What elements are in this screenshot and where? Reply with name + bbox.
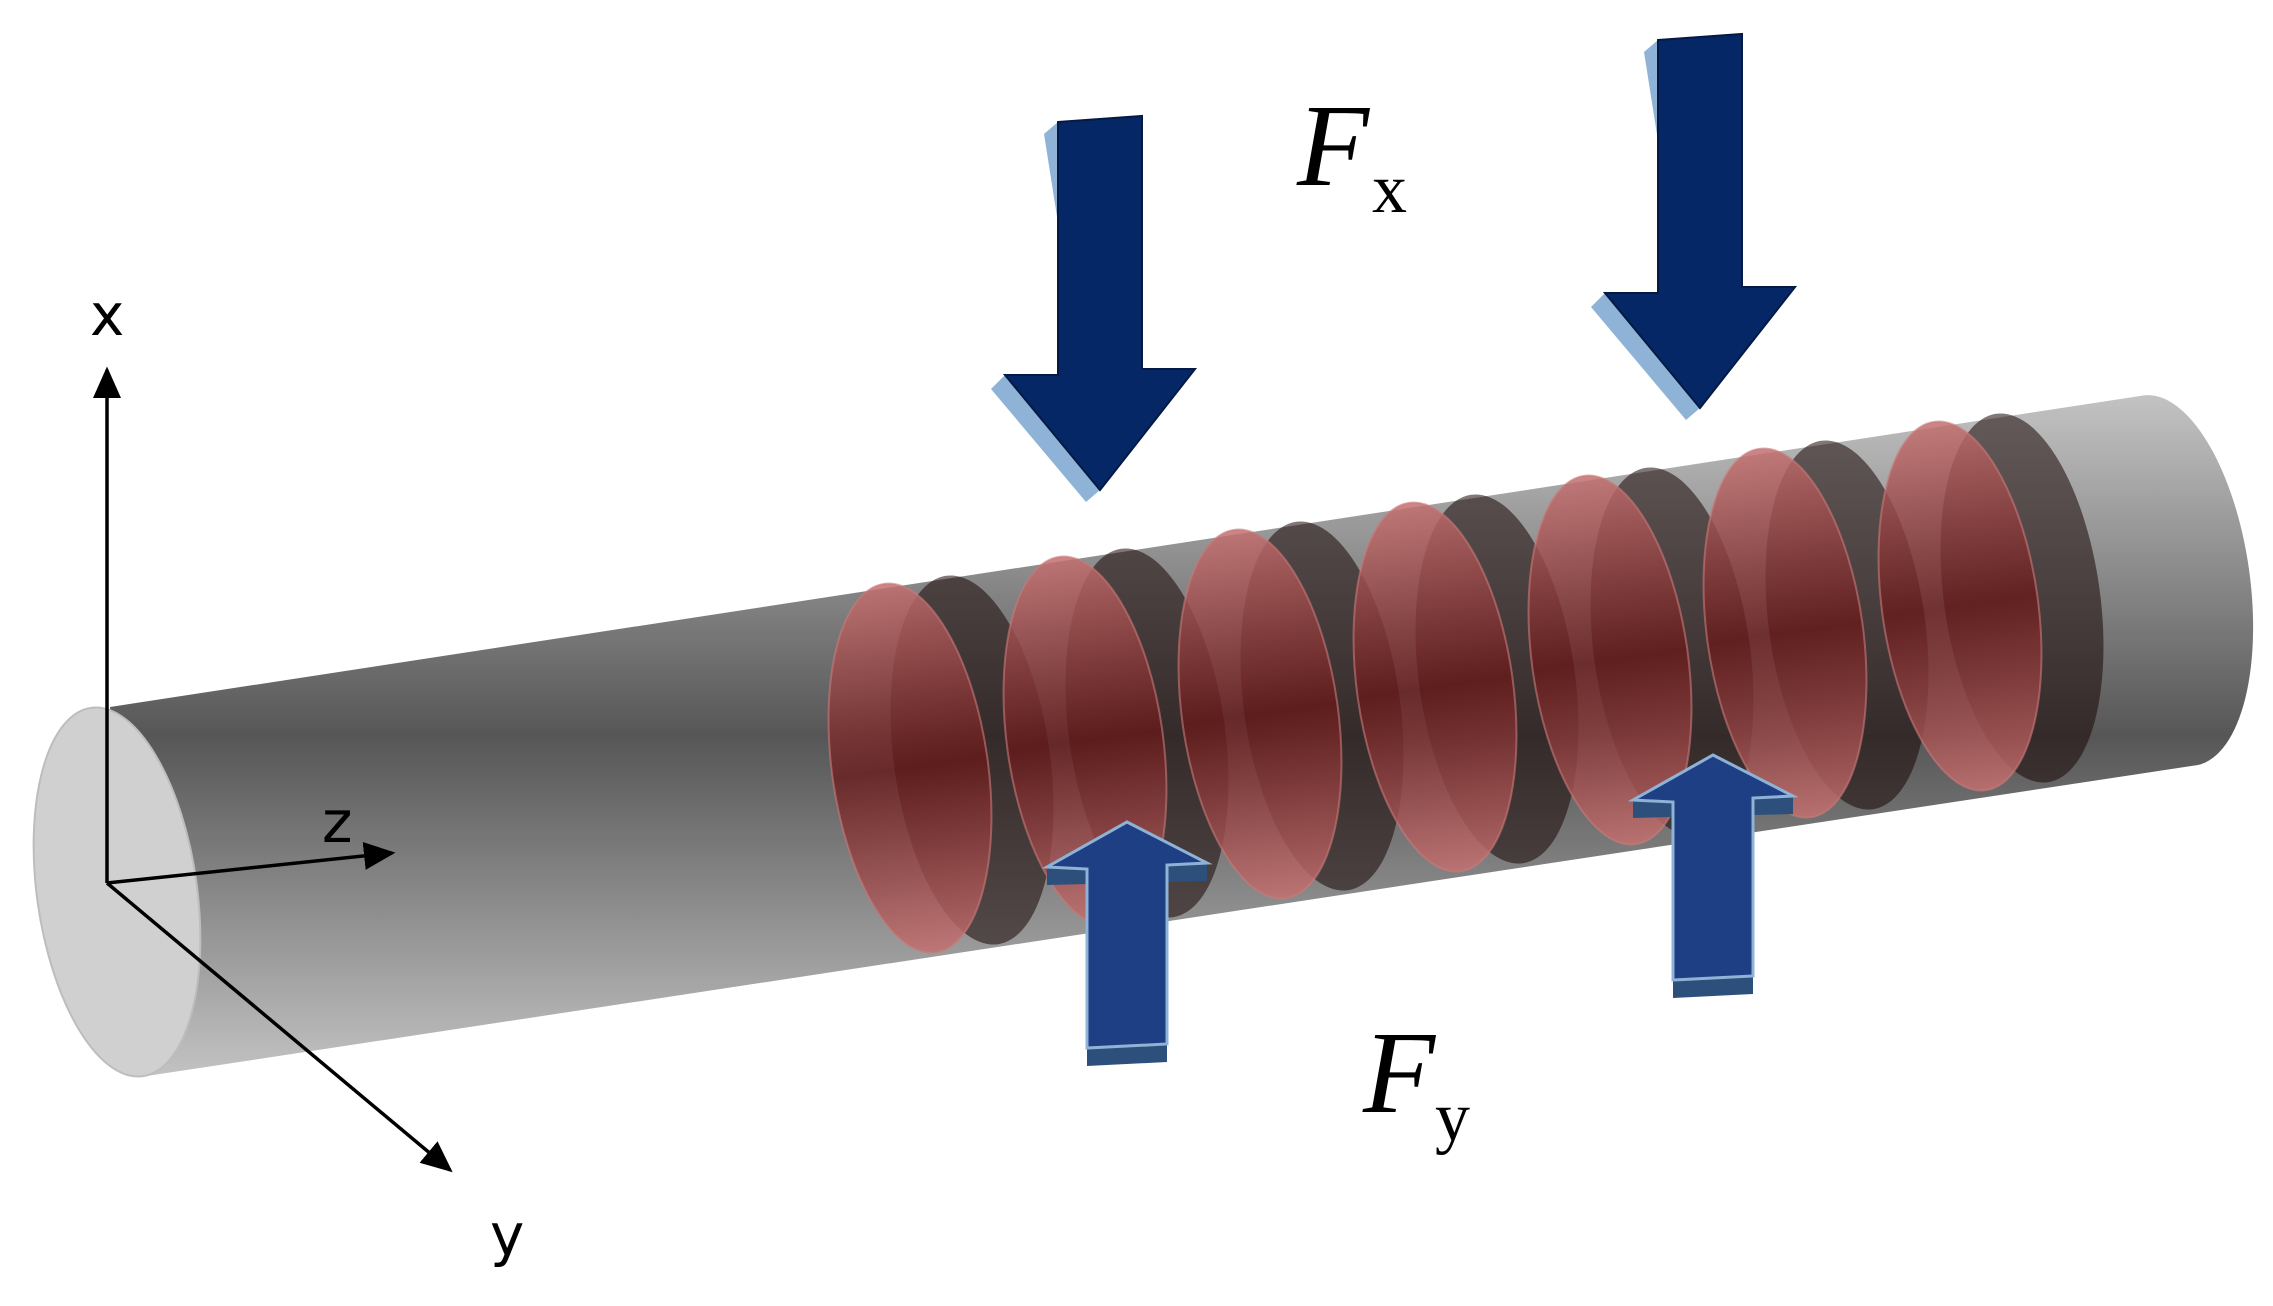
coordinate-axes: x z y bbox=[90, 281, 524, 1269]
disc-slices bbox=[827, 413, 2104, 954]
z-axis-label: z bbox=[322, 788, 352, 856]
disc-slice-face bbox=[1352, 501, 1518, 873]
z-axis-line bbox=[106, 842, 396, 885]
up-force-arrow bbox=[1627, 753, 1799, 998]
fy-symbol: F bbox=[1362, 1007, 1437, 1138]
y-axis-line bbox=[105, 881, 453, 1173]
down-force-arrow bbox=[991, 114, 1198, 502]
fx-symbol: F bbox=[1296, 80, 1371, 211]
x-axis-label: x bbox=[90, 281, 124, 349]
arrow-body bbox=[1602, 32, 1798, 410]
arrow-body bbox=[1627, 753, 1799, 982]
fx-subscript: x bbox=[1372, 151, 1407, 228]
y-axis-label: y bbox=[490, 1201, 524, 1269]
down-force-arrow bbox=[1591, 32, 1798, 420]
disc-slice-face bbox=[1877, 420, 2043, 792]
disc-slice-face bbox=[1527, 474, 1693, 846]
up-force-arrow bbox=[1041, 820, 1213, 1066]
disc-slice-face bbox=[827, 582, 993, 954]
fy-subscript: y bbox=[1435, 1079, 1470, 1156]
force-arrows bbox=[991, 32, 1799, 1066]
force-label-fy: F y bbox=[1362, 1007, 1470, 1156]
force-label-fx: F x bbox=[1296, 80, 1407, 228]
arrow-body bbox=[1041, 820, 1213, 1050]
disc-slice-face bbox=[1702, 447, 1868, 819]
arrow-bevel bbox=[1087, 1044, 1167, 1066]
arrow-bevel bbox=[1673, 976, 1753, 998]
arrow-body bbox=[1002, 114, 1198, 492]
disc-slice bbox=[1877, 413, 2104, 792]
disc-slice-face bbox=[1177, 528, 1343, 900]
